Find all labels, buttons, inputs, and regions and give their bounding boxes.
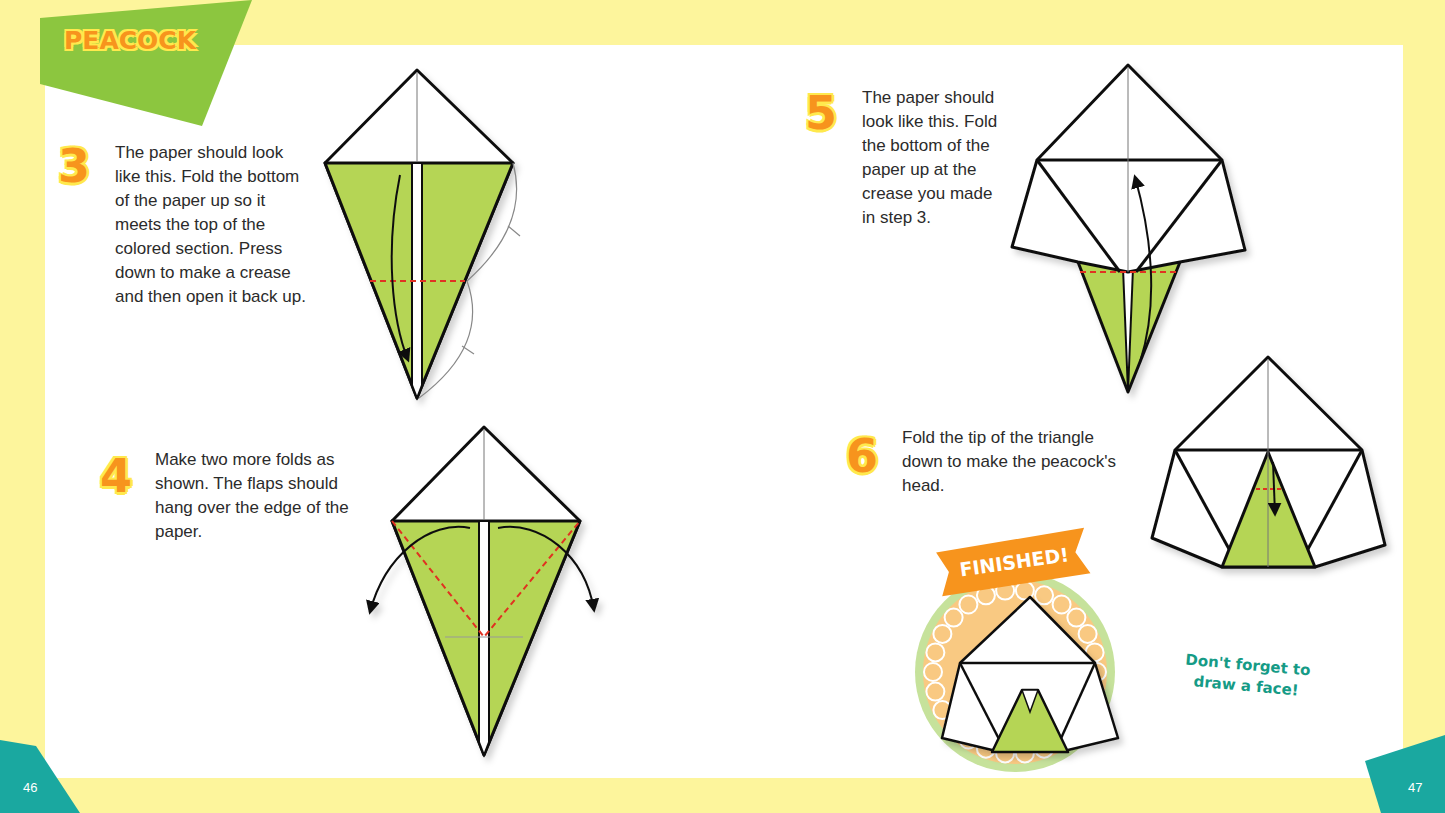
page-title: PEACOCK xyxy=(64,26,196,55)
finished-ribbon-fill xyxy=(936,528,1091,596)
step-instruction: The paper should look like this. Fold th… xyxy=(115,141,307,309)
step-instruction: Make two more folds as shown. The flaps … xyxy=(155,448,375,544)
page-number-corner: 47 xyxy=(1365,735,1445,813)
finished-badge xyxy=(915,572,1118,772)
page-number-corner-fill xyxy=(1365,735,1445,813)
title-banner xyxy=(40,0,252,126)
step4-kite xyxy=(370,427,594,755)
page-number-corner: 46 xyxy=(0,740,80,813)
step5-fan xyxy=(1012,65,1245,392)
page-number-corner-fill xyxy=(0,740,80,813)
page-number-corner-shape xyxy=(0,740,80,813)
step-instruction: Fold the tip of the triangle down to mak… xyxy=(902,426,1117,498)
step-number: 5 xyxy=(805,90,855,136)
step-number: 3 xyxy=(58,143,108,189)
step3-kite xyxy=(325,70,513,398)
step-number: 6 xyxy=(846,433,896,479)
page-number-corner-shape xyxy=(1365,735,1445,813)
step6-fan xyxy=(1152,357,1385,567)
step-instruction: The paper should look like this. Fold th… xyxy=(862,86,1002,230)
page-number: 46 xyxy=(23,780,37,795)
page-number: 47 xyxy=(1408,780,1422,795)
step-number: 4 xyxy=(100,453,150,499)
page-panel xyxy=(45,45,1403,778)
